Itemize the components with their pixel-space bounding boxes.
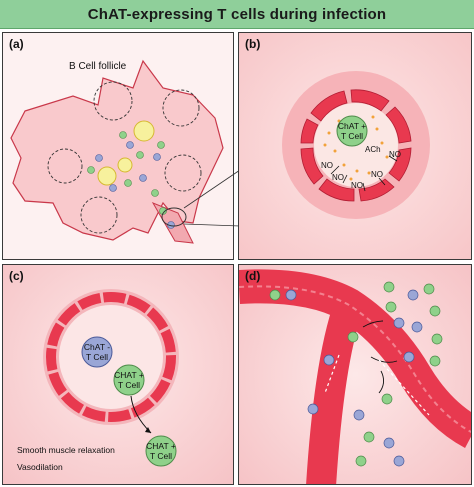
- chat-negative-t-cell: [81, 336, 113, 368]
- chat-positive-t-cell: [113, 364, 145, 396]
- chat-t-cell-label: ChAT + T Cell: [335, 121, 369, 141]
- caption-vasodilation: Vasodilation: [17, 462, 63, 472]
- extravasation-arrows: [362, 320, 398, 394]
- no-label-4: NO: [371, 170, 383, 179]
- chat-neg-label: ChAT - T Cell: [80, 342, 114, 362]
- chat-t-cell: [336, 115, 368, 147]
- smooth-muscle-ring-c: [46, 292, 176, 422]
- caption-smooth-muscle: Smooth muscle relaxation: [17, 445, 115, 455]
- vessel-cross-section-c: [43, 289, 179, 467]
- migration-arrowhead: [145, 427, 151, 433]
- no-label-3: NO: [389, 150, 401, 159]
- panel-c: (c) ChAT - T Cell CHAT + T Cell CHAT + T…: [2, 264, 234, 485]
- title-bar: ChAT-expressing T cells during infection: [0, 0, 474, 29]
- flow-line-main: [239, 285, 471, 434]
- panel-d: (d): [238, 264, 472, 485]
- chat-t-cell-line2: T Cell: [340, 131, 364, 141]
- no-label-2: NO: [332, 173, 344, 182]
- smooth-muscle-segments: [300, 89, 412, 202]
- chat-out-label: CHAT + T Cell: [144, 441, 178, 461]
- panel-d-letter: (d): [245, 269, 261, 283]
- branching-vessel-illustration: [239, 269, 471, 484]
- b-cell-follicle-label: B Cell follicle: [69, 61, 127, 72]
- lymph-node-illustration: [10, 59, 224, 244]
- zoom-circle: [161, 207, 187, 227]
- panel-a: (a) B Cell follicle: [2, 32, 234, 260]
- chat-neg-line1: ChAT -: [83, 342, 111, 352]
- no-label-1: NO: [321, 161, 333, 170]
- branch-vessel: [306, 299, 364, 484]
- vessel-t-cells: [269, 289, 359, 415]
- chat-pos-line2: T Cell: [117, 380, 141, 390]
- chat-out-line1: CHAT +: [146, 441, 176, 451]
- panel-a-letter: (a): [9, 37, 24, 51]
- lymph-node-body: [10, 59, 224, 241]
- panel-b-letter: (b): [245, 37, 261, 51]
- no-arrows: [330, 155, 398, 192]
- t-cells-in-node: [87, 131, 175, 229]
- chat-neg-line2: T Cell: [85, 352, 109, 362]
- ach-label: ACh: [365, 145, 381, 154]
- panel-b: (b) ChAT + T Cell ACh NO NO NO NO NO: [238, 32, 472, 260]
- no-label-5: NO: [351, 181, 363, 190]
- panel-c-letter: (c): [9, 269, 24, 283]
- chat-pos-line1: CHAT +: [114, 370, 144, 380]
- extravasated-t-cell: [145, 435, 177, 467]
- flow-arrows-white: [324, 354, 430, 416]
- chat-out-line2: T Cell: [149, 451, 173, 461]
- chat-pos-label: CHAT + T Cell: [112, 370, 146, 390]
- tissue-t-cells: [353, 281, 443, 467]
- dendritic-cells: [97, 120, 155, 186]
- vessel-cross-section: [282, 71, 430, 219]
- chat-t-cell-line1: ChAT +: [337, 121, 367, 131]
- figure-title: ChAT-expressing T cells during infection: [87, 5, 387, 23]
